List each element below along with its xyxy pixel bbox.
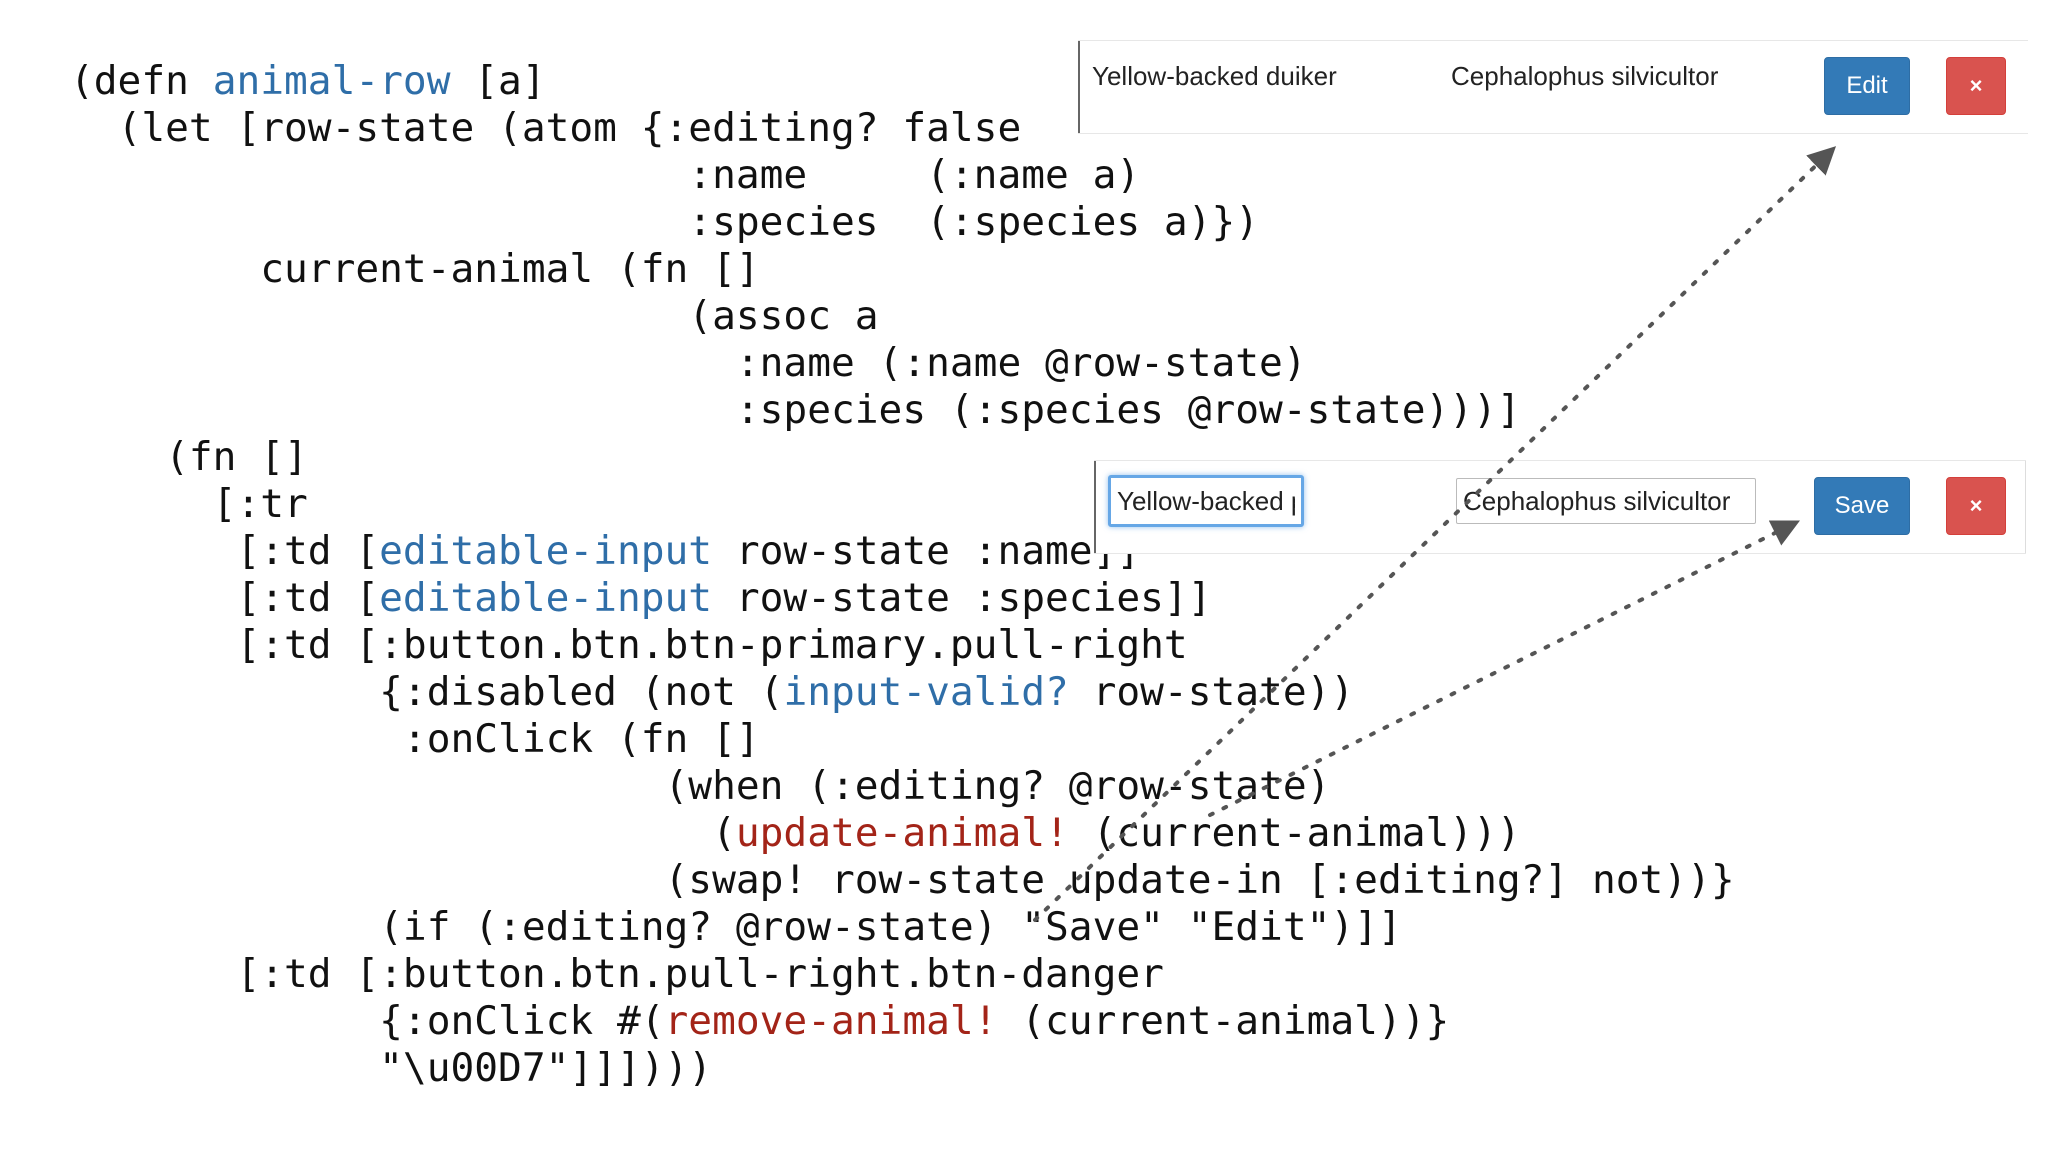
- code-token: current-animal (fn []: [70, 246, 760, 292]
- code-line: (if (:editing? @row-state) "Save" "Edit"…: [70, 904, 1735, 951]
- code-token: (: [70, 810, 736, 856]
- code-token: [:td [: [70, 575, 380, 621]
- code-token: {:disabled (not (: [70, 669, 784, 715]
- code-line: (assoc a: [70, 293, 1735, 340]
- code-line: (update-animal! (current-animal))): [70, 810, 1735, 857]
- code-line: current-animal (fn []: [70, 246, 1735, 293]
- animal-species-text: Cephalophus silvicultor: [1451, 61, 1719, 91]
- code-listing: (defn animal-row [a] (let [row-state (at…: [70, 58, 1735, 1092]
- delete-button[interactable]: ×: [1946, 477, 2006, 535]
- code-token: [:td [:button.btn.btn-primary.pull-right: [70, 622, 1188, 668]
- code-line: :onClick (fn []: [70, 716, 1735, 763]
- code-line: (swap! row-state update-in [:editing?] n…: [70, 857, 1735, 904]
- animal-row-editing: Save ×: [1094, 460, 2026, 554]
- code-fn-name: editable-input: [379, 575, 713, 621]
- code-token: (fn []: [70, 434, 308, 480]
- name-input[interactable]: [1108, 475, 1304, 527]
- code-token: [a]: [450, 58, 546, 104]
- code-line: [:td [editable-input row-state :species]…: [70, 575, 1735, 622]
- code-token: (current-animal))): [1068, 810, 1521, 856]
- code-token: (current-animal))}: [997, 998, 1450, 1044]
- row-left-border: [1078, 41, 1080, 133]
- code-token: row-state :name]]: [712, 528, 1141, 574]
- code-side-effect-fn: update-animal!: [735, 810, 1069, 856]
- code-token: row-state :species]]: [712, 575, 1212, 621]
- code-token: row-state)): [1068, 669, 1355, 715]
- code-line: (fn []: [70, 434, 1735, 481]
- code-line: (defn animal-row [a]: [70, 58, 1735, 105]
- save-button[interactable]: Save: [1814, 477, 1910, 535]
- code-fn-name: editable-input: [379, 528, 713, 574]
- code-line: [:tr: [70, 481, 1735, 528]
- row-left-border: [1094, 461, 1096, 553]
- code-line: (let [row-state (atom {:editing? false: [70, 105, 1735, 152]
- species-input[interactable]: [1456, 478, 1756, 524]
- code-token: :name (:name @row-state): [70, 340, 1307, 386]
- code-line: :name (:name @row-state): [70, 340, 1735, 387]
- code-line: {:disabled (not (input-valid? row-state)…: [70, 669, 1735, 716]
- code-line: "\u00D7"]]]))): [70, 1045, 1735, 1092]
- code-token: (let [row-state (atom {:editing? false: [70, 105, 1022, 151]
- code-fn-name: input-valid?: [783, 669, 1069, 715]
- code-token: :onClick (fn []: [70, 716, 760, 762]
- delete-button[interactable]: ×: [1946, 57, 2006, 115]
- code-token: (defn: [70, 58, 213, 104]
- code-side-effect-fn: remove-animal!: [664, 998, 998, 1044]
- animal-name-text: Yellow-backed duiker: [1092, 61, 1337, 91]
- edit-button[interactable]: Edit: [1824, 57, 1910, 115]
- code-line: [:td [:button.btn.btn-primary.pull-right: [70, 622, 1735, 669]
- code-token: :name (:name a): [70, 152, 1141, 198]
- code-line: {:onClick #(remove-animal! (current-anim…: [70, 998, 1735, 1045]
- code-token: [:td [:button.btn.pull-right.btn-danger: [70, 951, 1164, 997]
- code-line: :name (:name a): [70, 152, 1735, 199]
- code-token: (swap! row-state update-in [:editing?] n…: [70, 857, 1735, 903]
- code-token: {:onClick #(: [70, 998, 665, 1044]
- code-line: :species (:species a)}): [70, 199, 1735, 246]
- row-right-border: [2025, 461, 2026, 553]
- animal-row-display: Yellow-backed duiker Cephalophus silvicu…: [1078, 40, 2028, 134]
- code-line: [:td [:button.btn.pull-right.btn-danger: [70, 951, 1735, 998]
- code-token: :species (:species a)}): [70, 199, 1260, 245]
- code-fn-name: animal-row: [212, 58, 451, 104]
- code-token: (if (:editing? @row-state) "Save" "Edit"…: [70, 904, 1402, 950]
- code-line: :species (:species @row-state)))]: [70, 387, 1735, 434]
- code-token: [:td [: [70, 528, 380, 574]
- code-token: (when (:editing? @row-state): [70, 763, 1331, 809]
- code-token: :species (:species @row-state)))]: [70, 387, 1521, 433]
- code-token: "\u00D7"]]]))): [70, 1045, 713, 1091]
- code-line: (when (:editing? @row-state): [70, 763, 1735, 810]
- code-token: (assoc a: [70, 293, 879, 339]
- code-token: [:tr: [70, 481, 308, 527]
